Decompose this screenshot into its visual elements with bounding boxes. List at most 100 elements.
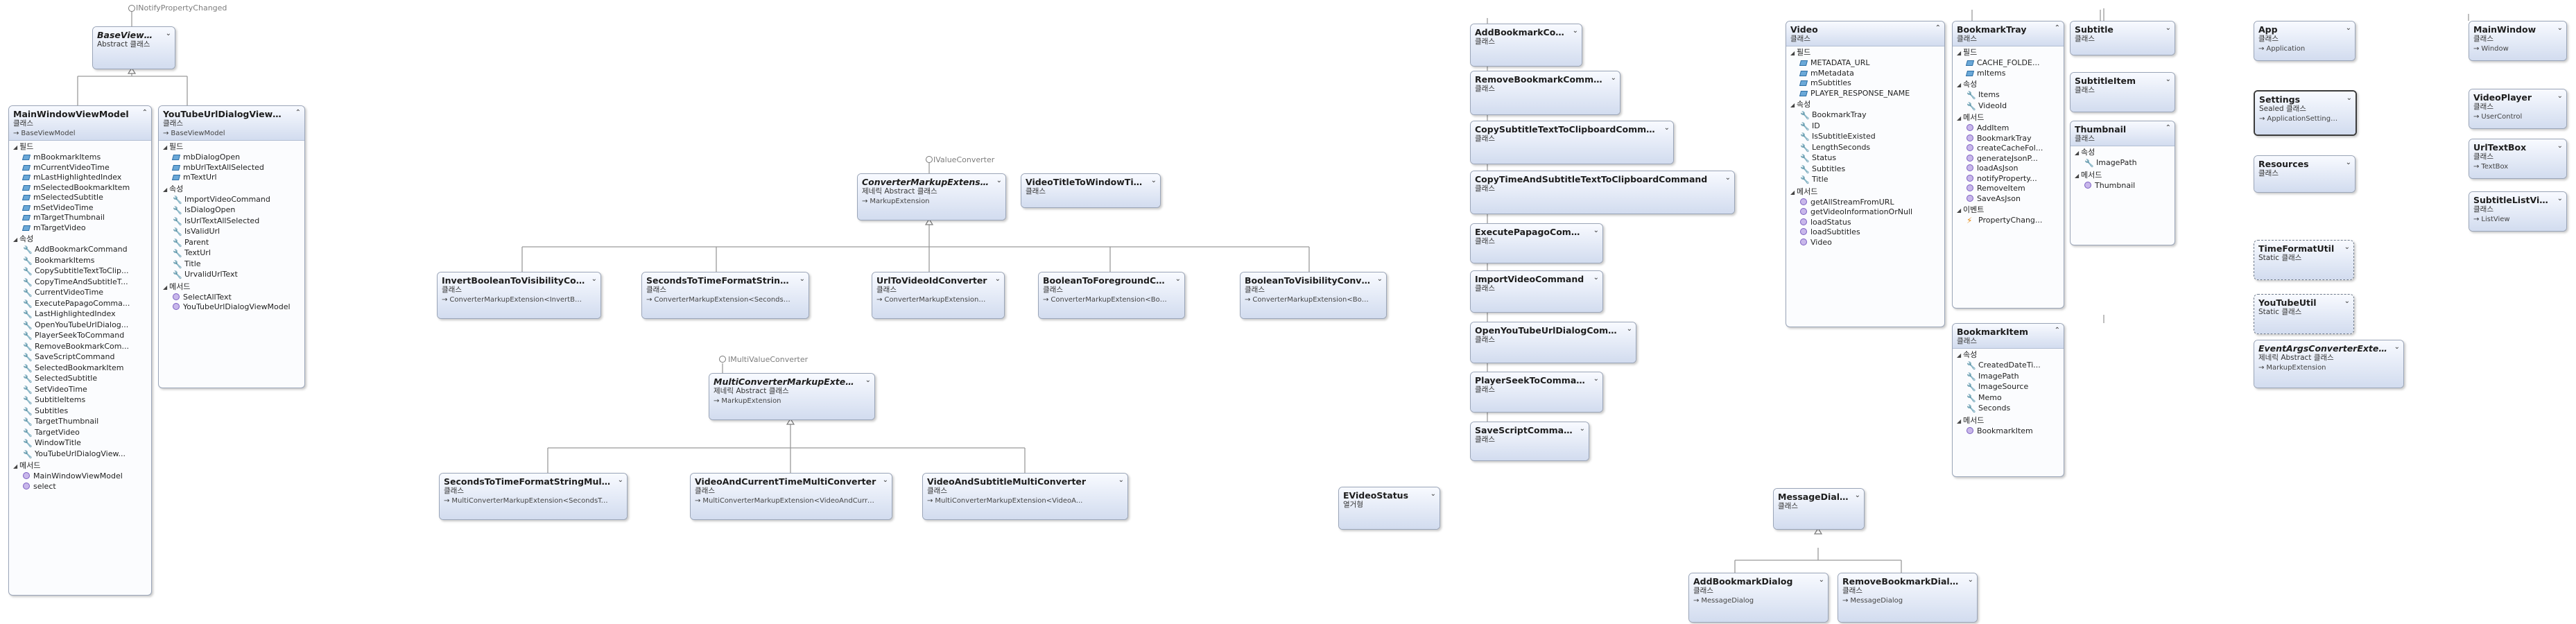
member-item[interactable]: 🔧WindowTitle — [9, 438, 151, 449]
expand-chevron-icon[interactable]: ⌄ — [1118, 476, 1124, 484]
section-toggle-icon[interactable]: ◢ — [1957, 352, 1962, 358]
member-item[interactable]: Thumbnail — [2071, 181, 2175, 191]
member-item[interactable]: 🔧Status — [1786, 153, 1944, 164]
member-item[interactable]: mbDialogOpen — [159, 153, 304, 163]
section-toggle-icon[interactable]: ◢ — [1957, 115, 1962, 121]
expand-chevron-icon[interactable]: ⌄ — [1593, 274, 1599, 281]
member-item[interactable]: generateJsonP... — [1953, 154, 2064, 164]
member-section[interactable]: ◢필드 — [9, 141, 151, 153]
member-item[interactable]: 🔧BookmarkTray — [1786, 110, 1944, 121]
member-item[interactable]: AddItem — [1953, 123, 2064, 134]
member-item[interactable]: 🔧Subtitles — [9, 406, 151, 417]
class-box-multi-converter-markup-extension[interactable]: MultiConverterMarkupExtension<T>제네릭 Abst… — [709, 373, 875, 420]
member-item[interactable]: 🔧AddBookmarkCommand — [9, 245, 151, 256]
member-item[interactable]: BookmarkTray — [1953, 134, 2064, 144]
member-item[interactable]: 🔧SaveScriptCommand — [9, 352, 151, 363]
section-toggle-icon[interactable]: ◢ — [13, 144, 18, 150]
expand-chevron-icon[interactable]: ⌄ — [1626, 325, 1632, 333]
section-toggle-icon[interactable]: ◢ — [1790, 50, 1795, 56]
member-item[interactable]: Video — [1786, 238, 1944, 248]
member-section[interactable]: ◢속성 — [1953, 349, 2064, 361]
member-item[interactable]: mBookmarkItems — [9, 153, 151, 163]
member-item[interactable]: ⚡PropertyChang... — [1953, 216, 2064, 226]
class-box-converter-markup-extension[interactable]: ConverterMarkupExtension<T>제네릭 Abstract … — [857, 173, 1006, 220]
member-item[interactable]: 🔧VideoId — [1953, 101, 2064, 112]
class-header[interactable]: BooleanToVisibilityConverter클래스→Converte… — [1241, 272, 1386, 318]
expand-chevron-icon[interactable]: ⌄ — [1593, 375, 1599, 383]
class-box-event-args-converter-extension[interactable]: EventArgsConverterExtension<T>제네릭 Abstra… — [2254, 340, 2404, 388]
member-item[interactable]: 🔧ImagePath — [2071, 158, 2175, 169]
member-item[interactable]: createCacheFol... — [1953, 144, 2064, 154]
member-item[interactable]: 🔧IsUrlTextAllSelected — [159, 216, 304, 227]
member-section[interactable]: ◢속성 — [9, 233, 151, 245]
collapse-chevron-icon[interactable]: ⌃ — [295, 109, 301, 116]
member-item[interactable]: PLAYER_RESPONSE_NAME — [1786, 89, 1944, 99]
member-item[interactable]: BookmarkItem — [1953, 426, 2064, 437]
member-item[interactable]: mItems — [1953, 69, 2064, 79]
class-header[interactable]: CopyTimeAndSubtitleTextToClipboardComman… — [1471, 171, 1734, 214]
expand-chevron-icon[interactable]: ⌄ — [2346, 94, 2352, 102]
member-item[interactable]: 🔧ImportVideoCommand — [159, 195, 304, 206]
member-section[interactable]: ◢필드 — [1953, 46, 2064, 58]
expand-chevron-icon[interactable]: ⌄ — [1818, 576, 1824, 584]
member-item[interactable]: 🔧CopySubtitleTextToClip... — [9, 266, 151, 277]
member-item[interactable]: 🔧Title — [1786, 175, 1944, 186]
member-item[interactable]: 🔧LastHighlightedIndex — [9, 309, 151, 320]
member-item[interactable]: loadStatus — [1786, 218, 1944, 228]
expand-chevron-icon[interactable]: ⌄ — [994, 275, 1001, 283]
member-item[interactable]: 🔧SubtitleItems — [9, 395, 151, 406]
expand-chevron-icon[interactable]: ⌄ — [1967, 576, 1973, 584]
expand-chevron-icon[interactable]: ⌄ — [2557, 195, 2563, 202]
member-item[interactable]: mSubtitles — [1786, 78, 1944, 89]
member-item[interactable]: 🔧PlayerSeekToCommand — [9, 331, 151, 342]
expand-chevron-icon[interactable]: ⌄ — [799, 275, 805, 283]
class-box-boolean-to-foreground-converter[interactable]: BooleanToForegroundConverter클래스→Converte… — [1038, 272, 1185, 319]
class-box-seconds-to-time-format-string-converter[interactable]: SecondsToTimeFormatStringConverter클래스→Co… — [641, 272, 809, 319]
section-toggle-icon[interactable]: ◢ — [1957, 207, 1962, 214]
expand-chevron-icon[interactable]: ⌄ — [2557, 92, 2563, 100]
expand-chevron-icon[interactable]: ⌄ — [2557, 142, 2563, 150]
expand-chevron-icon[interactable]: ⌄ — [1430, 490, 1436, 498]
expand-chevron-icon[interactable]: ⌄ — [2394, 343, 2400, 351]
expand-chevron-icon[interactable]: ⌄ — [2344, 243, 2350, 251]
member-item[interactable]: 🔧BookmarkItems — [9, 256, 151, 267]
member-item[interactable]: 🔧IsSubtitleExisted — [1786, 132, 1944, 143]
member-item[interactable]: 🔧IsValidUrl — [159, 227, 304, 238]
section-toggle-icon[interactable]: ◢ — [163, 144, 168, 150]
expand-chevron-icon[interactable]: ⌄ — [591, 275, 597, 283]
member-item[interactable]: 🔧TargetThumbnail — [9, 417, 151, 428]
expand-chevron-icon[interactable]: ⌄ — [1150, 177, 1157, 184]
member-item[interactable]: 🔧TextUrl — [159, 248, 304, 259]
member-section[interactable]: ◢속성 — [1786, 98, 1944, 110]
member-section[interactable]: ◢메서드 — [1786, 186, 1944, 198]
member-item[interactable]: mLastHighlightedIndex — [9, 173, 151, 183]
member-section[interactable]: ◢속성 — [2071, 146, 2175, 158]
member-item[interactable]: 🔧Items — [1953, 90, 2064, 101]
class-header[interactable]: EventArgsConverterExtension<T>제네릭 Abstra… — [2254, 340, 2403, 388]
member-item[interactable]: select — [9, 482, 151, 492]
member-item[interactable]: 🔧TargetVideo — [9, 428, 151, 439]
